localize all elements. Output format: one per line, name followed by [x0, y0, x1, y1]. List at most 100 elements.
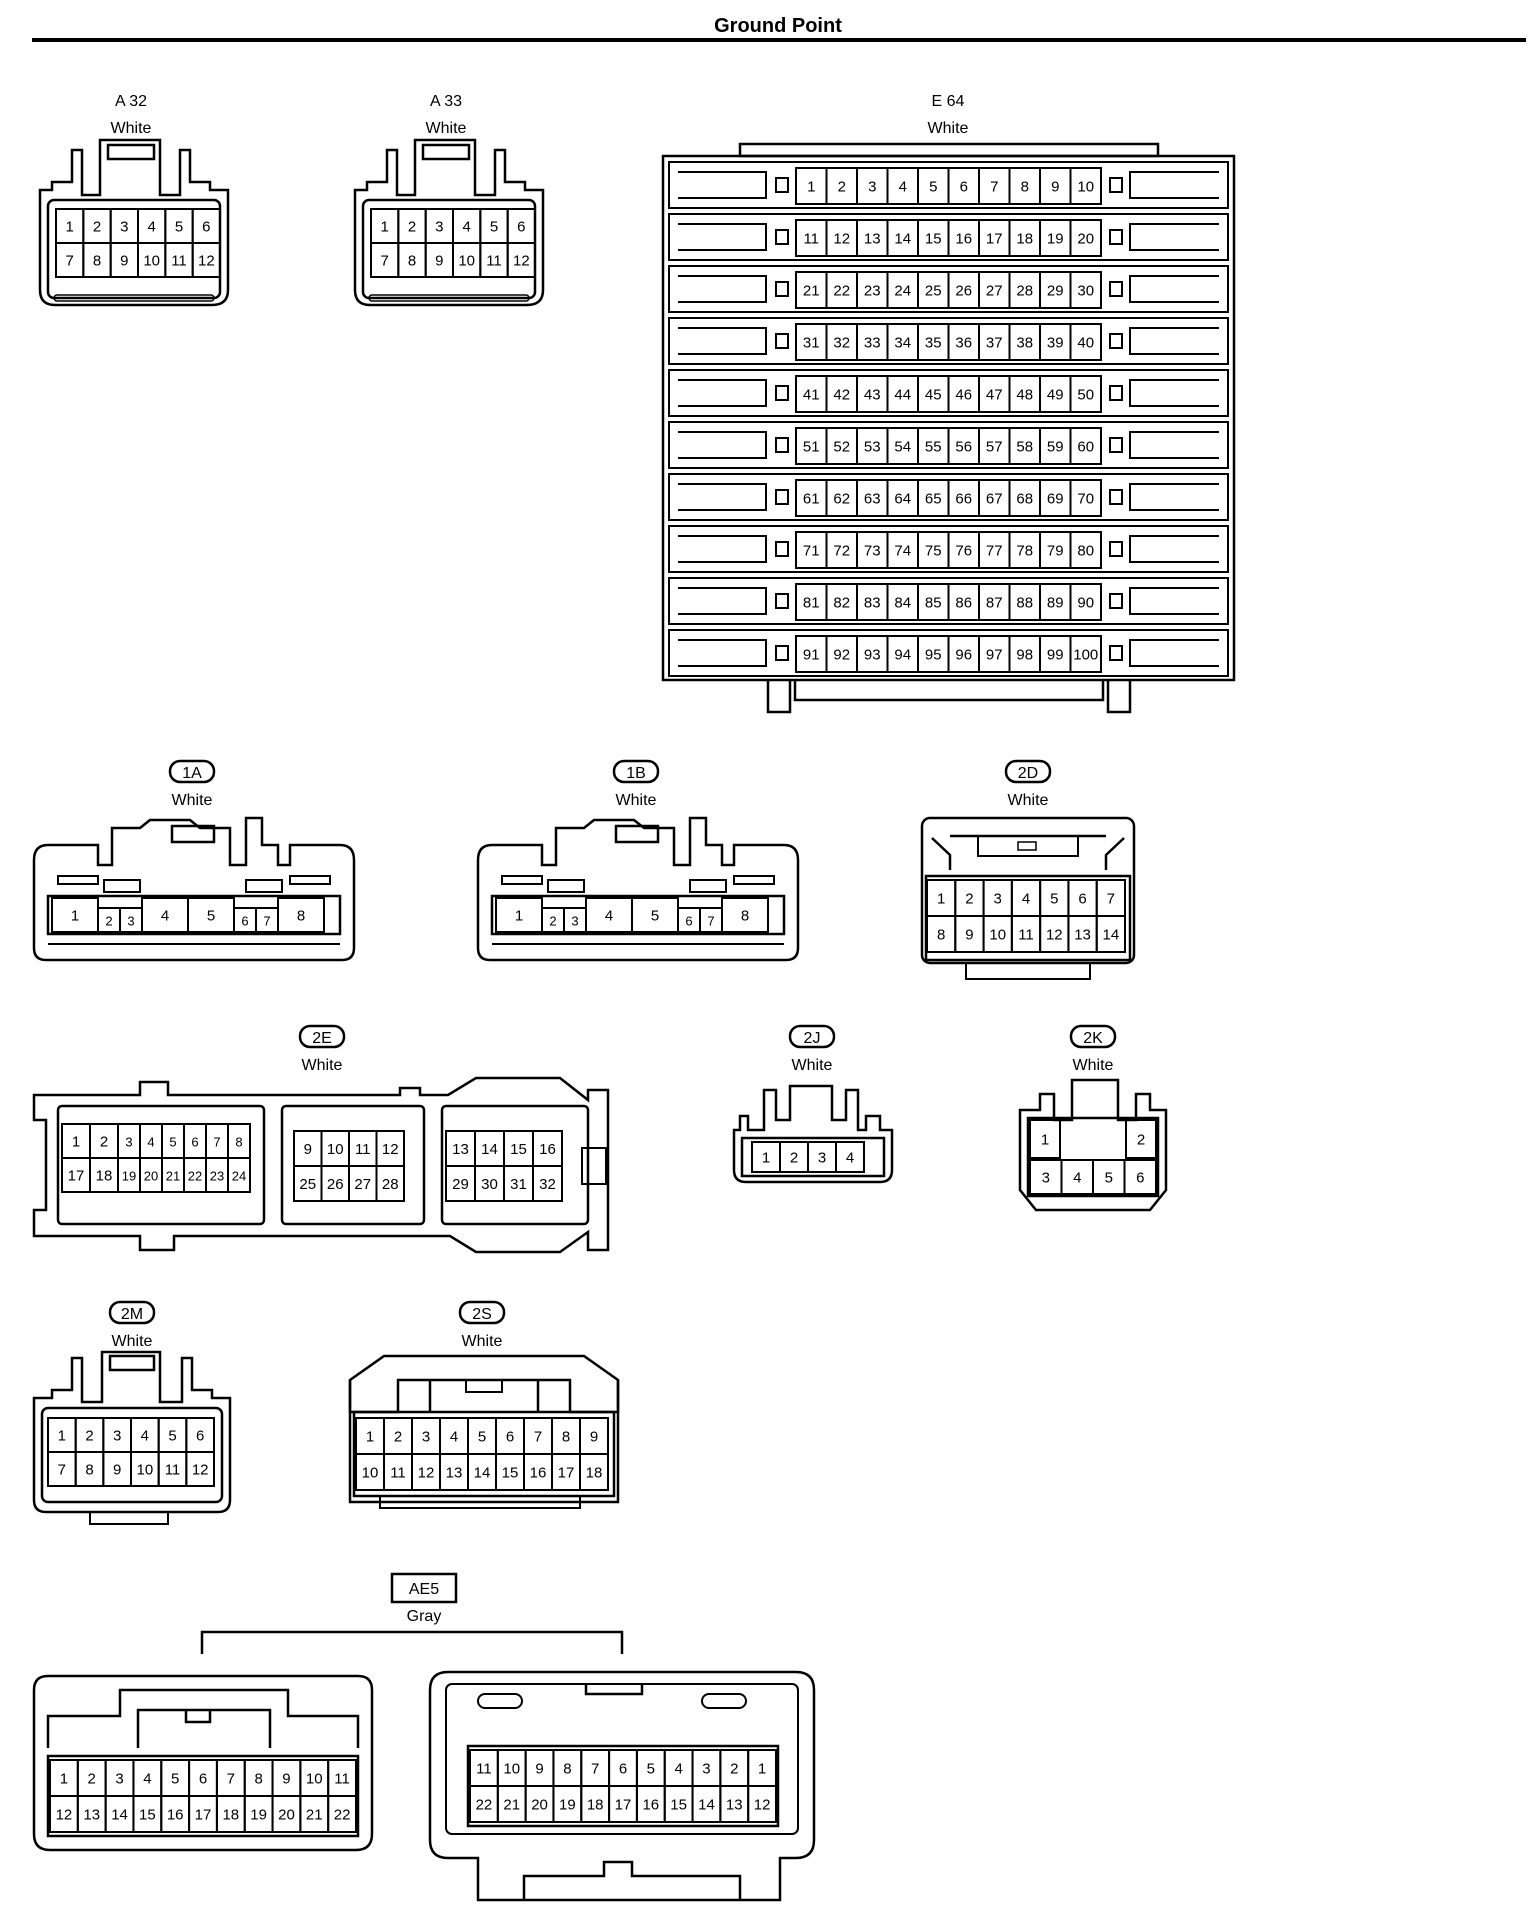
pin-number: 89 — [1047, 595, 1064, 612]
pin-cell: 58 — [1008, 427, 1041, 465]
pin-cell: 22 — [327, 1795, 358, 1833]
pin-number: 98 — [1016, 647, 1033, 664]
pin-cell: 22 — [825, 271, 858, 309]
pin-cell: 30 — [474, 1165, 505, 1202]
connector-code-a32: A 32 — [115, 93, 147, 110]
pin-number: 22 — [476, 1797, 493, 1814]
pin-cell: 66 — [947, 479, 980, 517]
pin-number: 24 — [232, 1169, 246, 1184]
pin-number: 5 — [207, 908, 215, 925]
connector-color-ae5: Gray — [407, 1608, 442, 1625]
pin-number: 11 — [476, 1761, 492, 1778]
pin-cell: 64 — [886, 479, 919, 517]
pin-cell: 99 — [1039, 635, 1072, 673]
pin-cell: 7 — [978, 167, 1011, 205]
page-title: Ground Point — [714, 15, 842, 37]
pin-number: 9 — [590, 1429, 598, 1446]
pin-number: 9 — [1051, 179, 1059, 196]
pin-cell: 2 — [1125, 1119, 1157, 1159]
e64-row-slot — [1129, 587, 1219, 615]
pin-number: 62 — [833, 491, 850, 508]
pin-number: 17 — [986, 231, 1003, 248]
pin-cell: 94 — [886, 635, 919, 673]
e64-row-frame — [668, 317, 1229, 365]
pin-number: 8 — [85, 1462, 93, 1479]
pin-number: 14 — [894, 231, 911, 248]
e64-row-slot — [1129, 639, 1219, 667]
pin-cell: 2 — [82, 208, 112, 244]
e64-row-slot — [1129, 535, 1219, 563]
pin-cell: 12 — [191, 242, 222, 278]
pin-number: 90 — [1077, 595, 1094, 612]
e64-row-lock — [775, 437, 789, 453]
pin-cell: 9 — [579, 1417, 609, 1455]
pin-number: 7 — [227, 1771, 235, 1788]
pin-number: 2 — [838, 179, 846, 196]
pin-box — [327, 1795, 358, 1833]
pin-number: 32 — [833, 335, 850, 352]
pin-number: 8 — [254, 1771, 262, 1788]
pin-number: 1 — [380, 219, 388, 236]
e64-row-slot — [1129, 431, 1219, 459]
pin-number: 27 — [986, 283, 1003, 300]
pin-cell: 7 — [1095, 879, 1126, 917]
pin-cell: 10 — [496, 1749, 527, 1787]
pin-number: 1 — [762, 1150, 770, 1167]
pin-cell: 93 — [856, 635, 889, 673]
e64-row-frame — [668, 577, 1229, 625]
pin-cell: 8 — [243, 1759, 274, 1797]
pin-cell: 18 — [215, 1795, 246, 1833]
pin-cell: 28 — [375, 1165, 405, 1202]
pin-cell: 68 — [1008, 479, 1041, 517]
pin-box — [1069, 323, 1102, 361]
pin-number: 15 — [139, 1807, 156, 1824]
e64-row-lock — [1109, 437, 1123, 453]
pin-number: 10 — [327, 1141, 344, 1158]
connector-latch-ae5-right — [584, 1684, 644, 1696]
pin-cell: 2 — [383, 1417, 413, 1455]
pin-number: 8 — [563, 1761, 571, 1778]
connector-body-ae5-left — [32, 1674, 374, 1852]
pin-cell: 1 — [926, 879, 957, 917]
pin-cell: 97 — [978, 635, 1011, 673]
connector-slot-ae5-right — [701, 1693, 747, 1709]
pin-cell: 2 — [779, 1141, 809, 1173]
pin-cell: 11 — [1010, 915, 1042, 953]
pin-box — [1069, 219, 1102, 257]
pin-number: 79 — [1047, 543, 1064, 560]
pin-cell: 91 — [795, 635, 828, 673]
e64-row-slot — [1129, 171, 1219, 199]
connector-body-2j — [732, 1084, 894, 1184]
pin-number: 2 — [790, 1150, 798, 1167]
pin-number: 7 — [380, 253, 388, 270]
pin-number: 9 — [120, 253, 128, 270]
pin-number: 39 — [1047, 335, 1064, 352]
pin-number: 15 — [925, 231, 942, 248]
pin-number: 51 — [803, 439, 820, 456]
pin-cell: 24 — [886, 271, 919, 309]
connector-code-badge-2e — [298, 1024, 346, 1049]
pin-cell: 6 — [233, 907, 257, 933]
pin-cell: 70 — [1069, 479, 1102, 517]
pin-cell: 4 — [141, 897, 189, 933]
pin-cell: 5 — [1092, 1159, 1126, 1195]
e64-row-lock — [775, 229, 789, 245]
pin-number: 6 — [506, 1429, 514, 1446]
pin-cell: 5 — [631, 897, 679, 933]
pin-number: 1 — [1041, 1132, 1049, 1149]
pin-cell: 11 — [327, 1759, 358, 1797]
pin-cell: 86 — [947, 583, 980, 621]
pin-cell: 6 — [506, 208, 536, 244]
pin-cell: 40 — [1069, 323, 1102, 361]
connector-hood-2d — [931, 834, 1125, 870]
pin-cell: 59 — [1039, 427, 1072, 465]
pin-number: 6 — [191, 1135, 198, 1150]
pin-number: 4 — [147, 219, 155, 236]
connector-key-1b — [689, 879, 727, 893]
pin-cell: 11 — [479, 242, 509, 278]
pin-box — [185, 1451, 215, 1487]
pin-cell: 15 — [663, 1785, 694, 1823]
